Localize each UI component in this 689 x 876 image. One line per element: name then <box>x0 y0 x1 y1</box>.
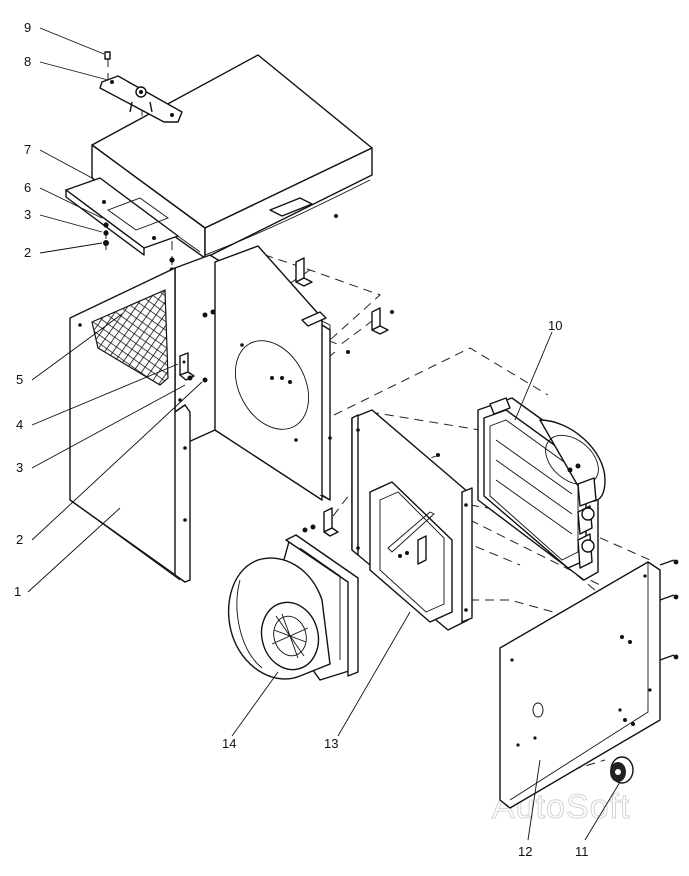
leader-lines <box>27 27 621 841</box>
top-cover <box>65 54 373 259</box>
bracket-4 <box>179 352 208 383</box>
callout-9: 9 <box>24 20 31 35</box>
filter-screen <box>91 289 169 386</box>
mounting-frame <box>302 409 473 631</box>
callout-2-top: 2 <box>24 245 31 260</box>
callout-labels: 9 8 7 6 3 2 5 4 3 2 1 10 11 12 13 14 <box>14 20 589 859</box>
side-brackets <box>202 214 394 384</box>
callout-8: 8 <box>24 54 31 69</box>
callout-10: 10 <box>548 318 562 333</box>
screw-9 <box>104 51 111 60</box>
bracket-plate <box>99 75 183 123</box>
callout-1: 1 <box>14 584 21 599</box>
callout-4: 4 <box>16 417 23 432</box>
callout-7: 7 <box>24 142 31 157</box>
callout-5: 5 <box>16 372 23 387</box>
callout-14: 14 <box>222 736 236 751</box>
heater-core <box>477 397 606 581</box>
callout-3-top: 3 <box>24 207 31 222</box>
callout-2: 2 <box>16 532 23 547</box>
callout-11: 11 <box>575 844 589 859</box>
knob <box>610 756 634 784</box>
callout-12: 12 <box>518 844 532 859</box>
blower-assembly <box>227 534 359 681</box>
cabinet-side-panel <box>69 245 332 583</box>
front-panel <box>499 559 679 809</box>
callout-3: 3 <box>16 460 23 475</box>
callout-13: 13 <box>324 736 338 751</box>
callout-6: 6 <box>24 180 31 195</box>
